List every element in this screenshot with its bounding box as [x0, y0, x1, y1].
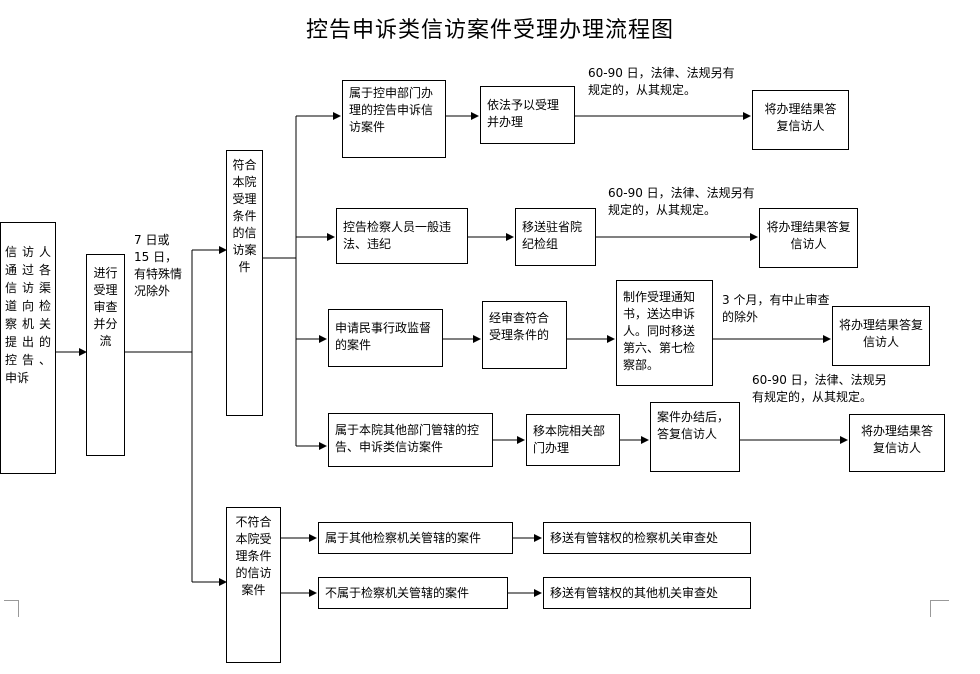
- n1-case-box: 属于其他检察机关管辖的案件: [318, 522, 513, 554]
- r1-reply-box: 将办理结果答复信访人: [752, 90, 849, 150]
- n1-transfer-box: 移送有管辖权的检察机关审查处: [543, 522, 751, 554]
- r4-time-note: 60-90 日，法律、法规另有规定的，从其规定。: [752, 373, 887, 404]
- review-box: 进行受理审查并分流: [86, 254, 125, 456]
- r4-reply-box: 将办理结果答复信访人: [849, 414, 945, 472]
- r2-reply-box: 将办理结果答复信访人: [759, 208, 858, 268]
- r3-notice-box: 制作受理通知书，送达申诉人。同时移送第六、第七检察部。: [616, 280, 713, 386]
- r2-transfer-box: 移送驻省院纪检组: [515, 208, 596, 266]
- n2-case-box: 不属于检察机关管辖的案件: [318, 577, 508, 609]
- review-time-note: 7 日或 15 日，有特殊情况除外: [134, 233, 183, 298]
- r3-review-box: 经审查符合受理条件的: [482, 301, 567, 369]
- source-box: 信访人通过各信访渠道向检察机关提出的控告、申诉: [0, 222, 56, 474]
- r3-reply-box: 将办理结果答复信访人: [832, 306, 930, 366]
- r4-done-box: 案件办结后，答复信访人: [650, 402, 740, 472]
- r1-accept-box: 依法予以受理并办理: [480, 86, 575, 144]
- r1-time-note: 60-90 日，法律、法规另有规定的，从其规定。: [588, 66, 735, 97]
- r4-transfer-box: 移本院相关部门办理: [526, 414, 620, 466]
- page-corner-mark: [930, 600, 949, 617]
- r1-case-box: 属于控申部门办理的控告申诉信访案件: [342, 80, 446, 158]
- r4-case-box: 属于本院其他部门管辖的控告、申诉类信访案件: [328, 413, 493, 467]
- not-qualified-box: 不符合本院受理条件的信访案件: [226, 507, 281, 663]
- r2-time-note: 60-90 日，法律、法规另有规定的，从其规定。: [608, 186, 755, 217]
- qualified-box: 符合本院受理条件的信访案件: [226, 150, 263, 416]
- page-corner-mark: [4, 600, 19, 617]
- page-title: 控告申诉类信访案件受理办理流程图: [305, 18, 674, 43]
- r3-time-note: 3 个月，有中止审查的除外: [722, 293, 830, 324]
- r3-case-box: 申请民事行政监督的案件: [328, 309, 443, 367]
- r2-case-box: 控告检察人员一般违法、违纪: [336, 208, 468, 264]
- n2-transfer-box: 移送有管辖权的其他机关审查处: [543, 577, 751, 609]
